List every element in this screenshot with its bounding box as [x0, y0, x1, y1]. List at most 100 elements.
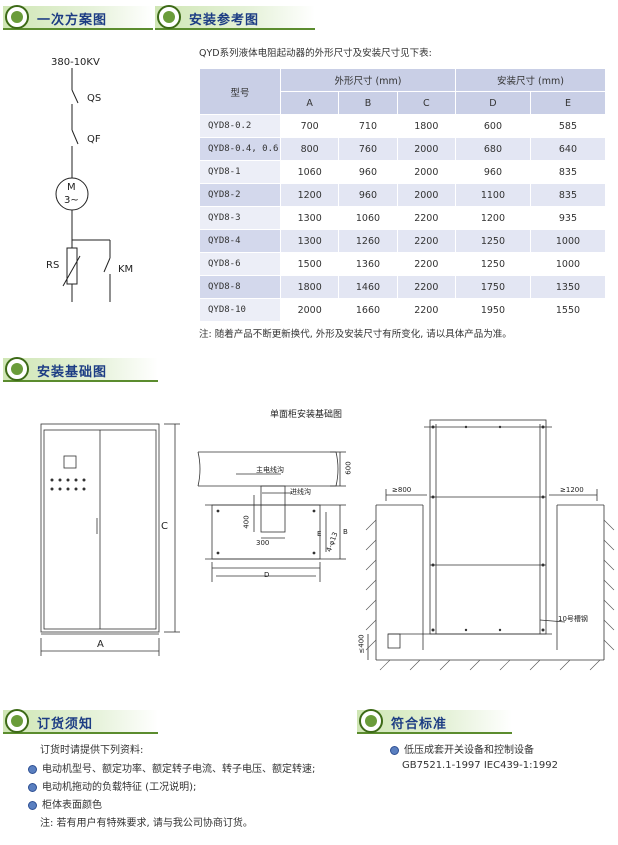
cell-d: 1100	[454, 183, 531, 207]
qs-label: QS	[87, 93, 102, 104]
dim-b-label: B	[343, 528, 348, 536]
circle-bullet-icon	[359, 709, 383, 733]
cell-c: 2000	[396, 160, 456, 184]
ordering-intro: 订货时请提供下列资料:	[40, 745, 144, 756]
cell-d: 960	[454, 160, 531, 184]
mount-header: 安装尺寸 (mm)	[454, 68, 607, 92]
cell-c: 2000	[396, 137, 456, 161]
foundation-plan-drawing	[197, 451, 346, 582]
cell-b: 710	[338, 114, 398, 138]
dim-d-label: D	[264, 571, 270, 579]
ordering-note: 注: 若有用户有特殊要求, 请与我公司协商订货。	[40, 818, 253, 829]
cabinet-front-drawing	[40, 423, 180, 656]
cell-c: 2200	[396, 229, 456, 253]
main-trench-label: 主电线沟	[256, 466, 284, 474]
cell-c: 1800	[396, 114, 456, 138]
cell-a: 2000	[279, 298, 340, 322]
cell-b: 760	[338, 137, 398, 161]
cell-e: 1550	[529, 298, 607, 322]
cell-b: 1660	[338, 298, 398, 322]
single-cabinet-title: 单面柜安装基础图	[270, 410, 343, 420]
channel-label: 10号槽钢	[558, 615, 588, 623]
bullet-icon	[28, 800, 37, 810]
standard-item: 低压成套开关设备和控制设备	[390, 741, 534, 756]
section-title: 订货须知	[37, 717, 94, 732]
dim-c-label: C	[161, 521, 168, 532]
cell-b: 1060	[338, 206, 398, 230]
standard-codes: GB7521.1-1997 IEC439-1:1992	[402, 760, 558, 771]
model: QYD8-1	[199, 160, 281, 184]
cell-d: 1750	[454, 275, 531, 299]
bullet-icon	[390, 745, 399, 755]
dim-300-label: 300	[256, 539, 270, 547]
install-note: 注: 随着产品不断更新换代, 外形及安装尺寸有所变化, 请以具体产品为准。	[199, 329, 512, 340]
col-d-header: D	[454, 91, 531, 115]
motor-phase-label: 3~	[64, 195, 79, 206]
cell-e: 1350	[529, 275, 607, 299]
circle-bullet-icon	[5, 5, 29, 29]
rs-label: RS	[46, 260, 60, 271]
dimension-table: 型号 外形尺寸 (mm) 安装尺寸 (mm) A B C D E QYD8-0.…	[199, 68, 607, 322]
le400-label: ≤400	[357, 634, 366, 654]
section-title: 一次方案图	[37, 13, 108, 28]
cabinet-install-drawing	[365, 419, 615, 671]
model: QYD8-10	[199, 298, 281, 322]
outline-header: 外形尺寸 (mm)	[280, 68, 456, 92]
section-header-install-ref: 安装参考图	[155, 5, 315, 30]
col-c-header: C	[396, 91, 456, 115]
section-title: 安装参考图	[189, 13, 260, 28]
voltage-label: 380-10KV	[51, 57, 100, 68]
cell-a: 1300	[279, 229, 340, 253]
cell-b: 960	[338, 160, 398, 184]
cell-a: 1300	[279, 206, 340, 230]
cell-a: 1060	[279, 160, 340, 184]
circle-bullet-icon	[5, 709, 29, 733]
install-intro: QYD系列液体电阻起动器的外形尺寸及安装尺寸见下表:	[199, 48, 432, 59]
cell-b: 1460	[338, 275, 398, 299]
section-title: 安装基础图	[37, 365, 108, 380]
ordering-item: 柜体表面颜色	[28, 796, 102, 811]
dim-e-label: E	[317, 530, 322, 538]
section-title: 符合标准	[391, 717, 448, 732]
cell-e: 935	[529, 206, 607, 230]
inlet-trench-label: 进线沟	[290, 488, 311, 496]
model: QYD8-3	[199, 206, 281, 230]
section-header-standards: 符合标准	[357, 709, 512, 734]
cell-d: 1200	[454, 206, 531, 230]
col-e-header: E	[529, 91, 607, 115]
bullet-icon	[28, 764, 37, 774]
model: QYD8-0.2	[199, 114, 281, 138]
model: QYD8-6	[199, 252, 281, 276]
circuit-diagram	[55, 68, 111, 302]
cell-c: 2200	[396, 298, 456, 322]
cell-b: 1260	[338, 229, 398, 253]
section-header-scheme: 一次方案图	[3, 5, 153, 30]
motor-label: M	[67, 182, 76, 193]
circle-bullet-icon	[5, 357, 29, 381]
col-a-header: A	[279, 91, 340, 115]
cell-e: 1000	[529, 229, 607, 253]
bullet-icon	[28, 782, 37, 792]
section-header-foundation: 安装基础图	[3, 357, 158, 382]
cell-d: 1950	[454, 298, 531, 322]
model: QYD8-4	[199, 229, 281, 253]
cell-a: 1500	[279, 252, 340, 276]
ordering-item: 电动机型号、额定功率、额定转子电流、转子电压、额定转速;	[28, 760, 315, 775]
cell-c: 2000	[396, 183, 456, 207]
dim-a-label: A	[97, 639, 104, 650]
cell-d: 1250	[454, 252, 531, 276]
cell-d: 600	[454, 114, 531, 138]
cell-e: 835	[529, 183, 607, 207]
ge1200-label: ≥1200	[560, 486, 584, 494]
model-header: 型号	[199, 68, 281, 115]
km-label: KM	[118, 264, 134, 275]
section-header-ordering: 订货须知	[3, 709, 158, 734]
cell-a: 800	[279, 137, 340, 161]
